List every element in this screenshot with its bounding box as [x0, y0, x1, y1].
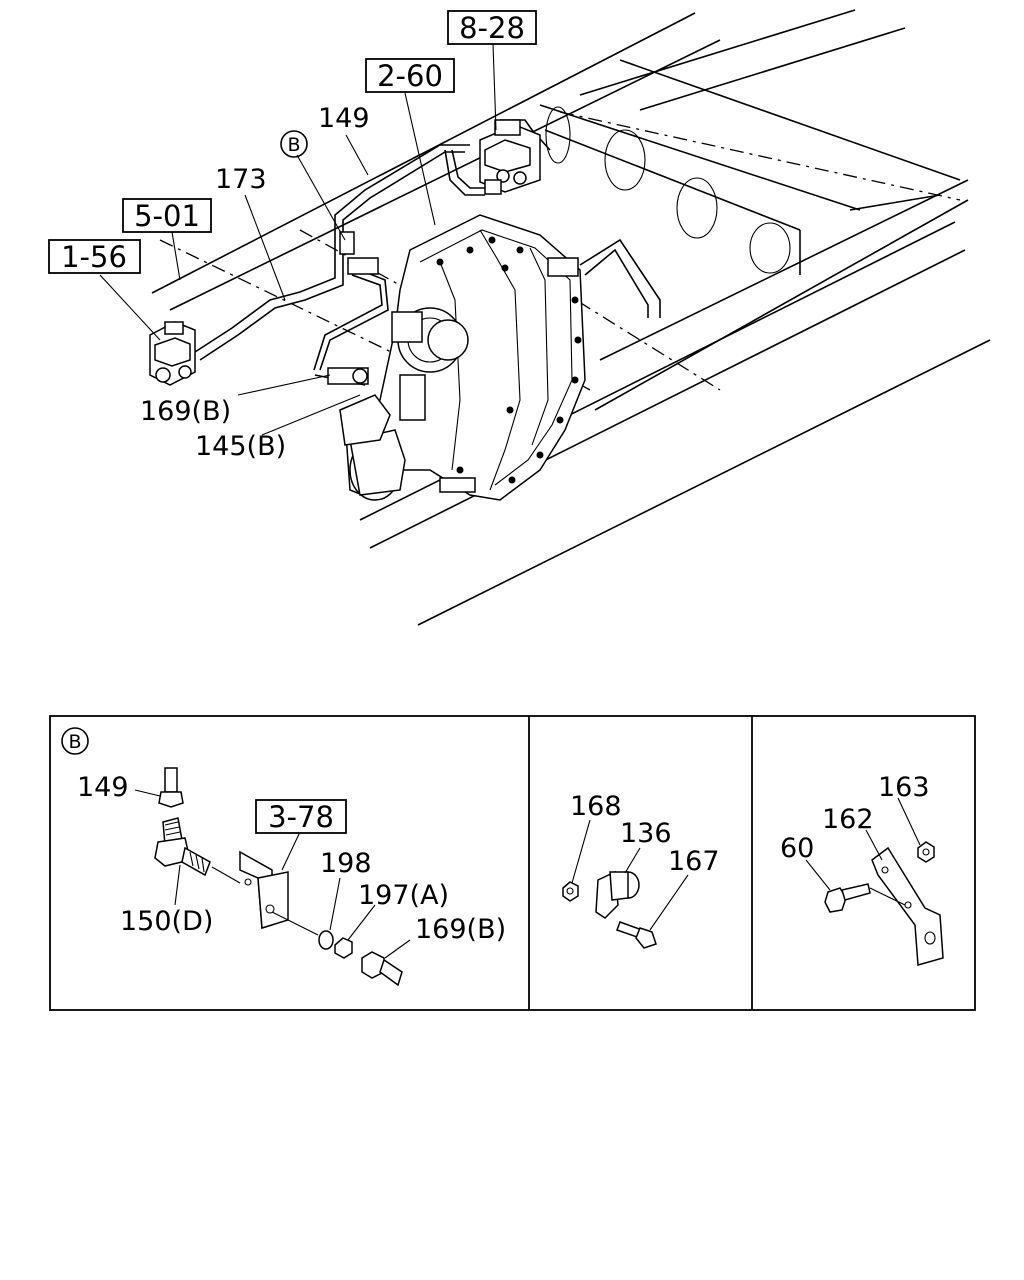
panel-b-marker: B [68, 731, 81, 753]
detail-panels: B [49, 715, 976, 1011]
main-assembly-view: 8-28 2-60 5-01 1-56 149 173 169(B) 145(B… [48, 9, 991, 626]
bolt-60 [824, 883, 871, 913]
label-173: 173 [215, 164, 267, 195]
panel-clip-label-167: 167 [668, 846, 720, 877]
panel-bracket-label-162: 162 [822, 804, 874, 835]
bracket-3-78 [239, 850, 289, 929]
nut-168 [562, 881, 579, 902]
ref-box-8-28: 8-28 [447, 10, 537, 45]
detail-panel-bracket: 163 162 60 [780, 772, 944, 966]
relay-valve-upper [479, 119, 541, 195]
nut-197a [334, 937, 353, 959]
label-169b: 169(B) [140, 396, 231, 427]
bolt-167 [616, 921, 657, 949]
panel-b-label-169b: 169(B) [415, 914, 506, 945]
ref-2-60-label: 2-60 [377, 59, 443, 93]
panel-bracket-label-60: 60 [780, 833, 814, 864]
detail-panel-clip: 168 136 167 [562, 791, 720, 949]
connector-169b [361, 951, 403, 987]
panel-b-label-198: 198 [320, 848, 372, 879]
ref-8-28-label: 8-28 [459, 11, 525, 45]
detail-panel-b: B [61, 727, 506, 987]
transfer-case [339, 214, 586, 501]
nut-163 [917, 841, 935, 863]
ref-box-5-01: 5-01 [122, 198, 212, 233]
elbow-fitting-150d [154, 817, 211, 877]
clip-136 [595, 870, 640, 919]
frame-rails [151, 9, 991, 626]
panel-b-label-149: 149 [77, 772, 129, 803]
ref-5-01-label: 5-01 [134, 199, 200, 233]
detail-marker-b-label: B [287, 134, 300, 156]
panel-b-label-197a: 197(A) [358, 880, 449, 911]
ref-box-1-56: 1-56 [48, 239, 141, 274]
ref-box-2-60: 2-60 [365, 58, 455, 93]
bracket-162 [871, 846, 944, 966]
ref-1-56-label: 1-56 [61, 240, 127, 274]
panel-b-label-150d: 150(D) [120, 906, 213, 937]
label-149: 149 [318, 103, 370, 134]
label-145b: 145(B) [195, 431, 286, 462]
leader-lines [99, 43, 497, 436]
panel-clip-label-168: 168 [570, 791, 622, 822]
panel-bracket-label-163: 163 [878, 772, 930, 803]
panel-clip-label-136: 136 [620, 818, 672, 849]
bolt-149 [158, 767, 184, 808]
ref-3-78-label: 3-78 [268, 800, 334, 834]
relay-valve-lower [149, 321, 196, 386]
detail-marker-b: B [280, 130, 308, 158]
washer-198 [318, 930, 334, 950]
